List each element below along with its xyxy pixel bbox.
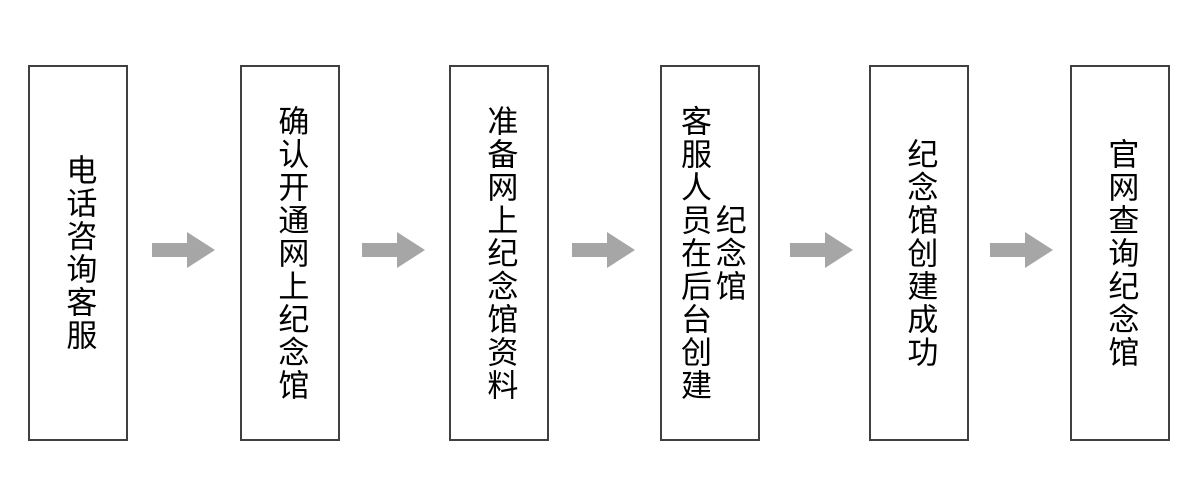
flow-node-step-5[interactable]: 纪念馆创建成功 bbox=[869, 65, 969, 441]
flow-node-label: 确认开通网上纪念馆 bbox=[272, 104, 309, 402]
flow-node-step-2[interactable]: 确认开通网上纪念馆 bbox=[240, 65, 340, 441]
flow-arrow-right-icon bbox=[572, 231, 636, 269]
flow-arrow-right-icon bbox=[990, 231, 1054, 269]
flow-arrow-right-icon bbox=[152, 231, 216, 269]
flow-node-label: 客服人员在后台创建纪念馆 bbox=[675, 104, 746, 402]
flow-node-label: 官网查询纪念馆 bbox=[1102, 137, 1139, 369]
flow-node-label: 纪念馆创建成功 bbox=[901, 137, 938, 369]
flow-node-step-3[interactable]: 准备网上纪念馆资料 bbox=[449, 65, 549, 441]
flow-node-step-4[interactable]: 客服人员在后台创建纪念馆 bbox=[660, 65, 760, 441]
flow-node-step-6[interactable]: 官网查询纪念馆 bbox=[1070, 65, 1170, 441]
flow-node-step-1[interactable]: 电话咨询客服 bbox=[28, 65, 128, 441]
flow-node-label: 电话咨询客服 bbox=[60, 154, 97, 352]
flow-arrow-right-icon bbox=[362, 231, 426, 269]
flow-arrow-right-icon bbox=[790, 231, 854, 269]
flow-node-label: 准备网上纪念馆资料 bbox=[481, 104, 518, 402]
